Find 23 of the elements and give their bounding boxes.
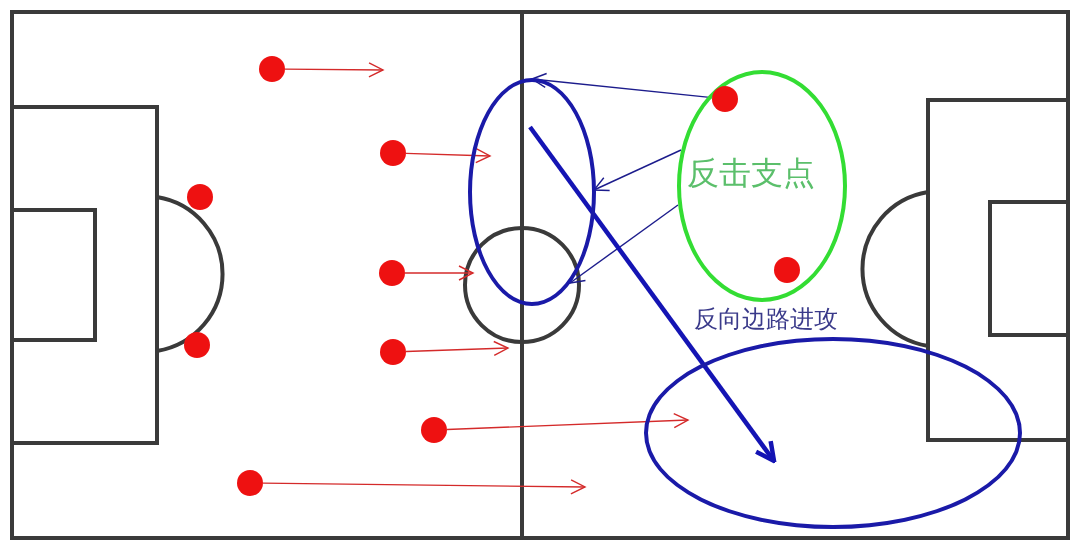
movement-arrow [284, 62, 384, 78]
player-dot [380, 339, 406, 365]
movement-arrow [446, 412, 689, 431]
player-dot [237, 470, 263, 496]
movement-arrow [405, 340, 509, 357]
movement-arrow [404, 265, 474, 281]
player-dot [379, 260, 405, 286]
movement-arrow [593, 149, 682, 192]
zone-ellipse [468, 78, 596, 306]
zone-label: 反向边路进攻 [694, 305, 838, 334]
player-dot [187, 184, 213, 210]
zone-ellipse [677, 70, 847, 302]
player-dot [184, 332, 210, 358]
movement-arrow [405, 147, 491, 164]
zone-label: 反击支点 [687, 154, 815, 193]
player-dot [380, 140, 406, 166]
attack-arrow [528, 125, 777, 464]
player-dot [712, 86, 738, 112]
movement-arrow [262, 479, 586, 495]
player-dot [774, 257, 800, 283]
player-dot [259, 56, 285, 82]
movement-arrow [569, 204, 679, 284]
player-dot [421, 417, 447, 443]
